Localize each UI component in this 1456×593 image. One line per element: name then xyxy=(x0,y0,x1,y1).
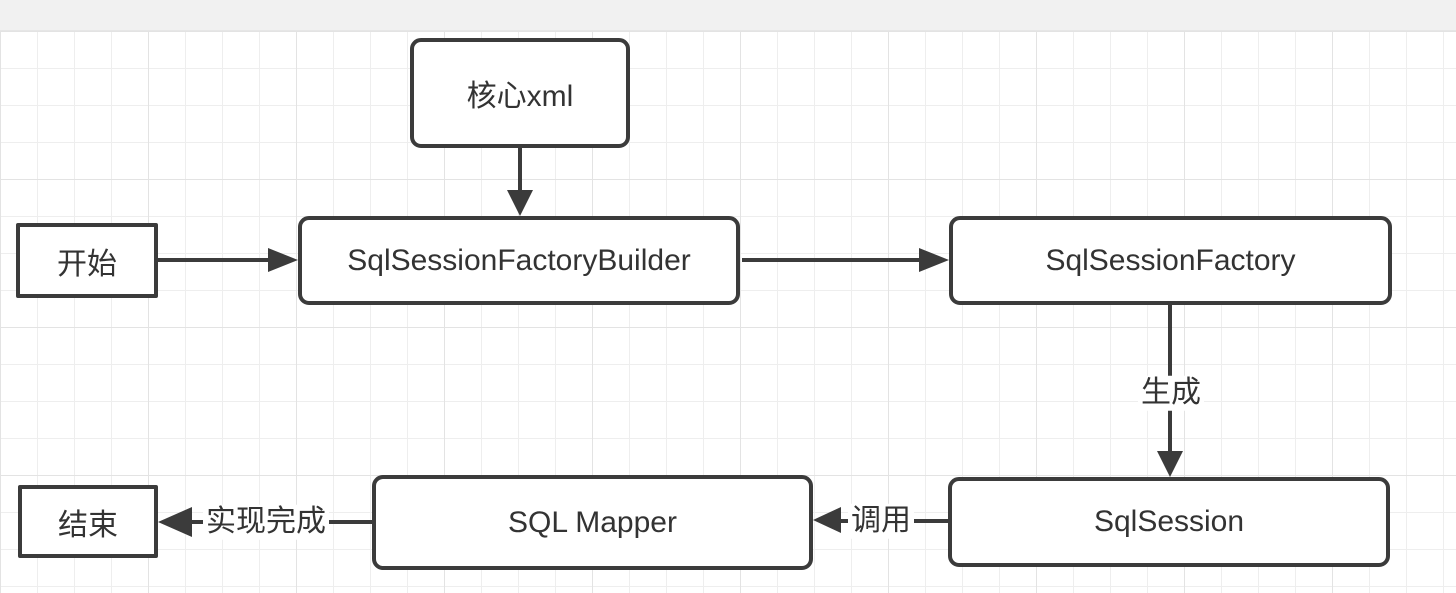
node-sql-mapper-label: SQL Mapper xyxy=(508,505,677,539)
node-end[interactable]: 结束 xyxy=(18,485,158,558)
arrowhead-right-icon xyxy=(919,248,949,272)
node-sql-mapper[interactable]: SQL Mapper xyxy=(372,475,813,570)
node-end-label: 结束 xyxy=(58,508,118,542)
node-core-xml[interactable]: 核心xml xyxy=(410,38,630,148)
node-sqlsessionfactory-label: SqlSessionFactory xyxy=(1045,243,1296,277)
node-start[interactable]: 开始 xyxy=(16,223,158,298)
node-sqlsessionfactory[interactable]: SqlSessionFactory xyxy=(949,216,1392,305)
node-sqlsessionfactorybuilder-label: SqlSessionFactoryBuilder xyxy=(347,243,691,277)
arrowhead-right-icon xyxy=(268,248,298,272)
edge-label-invoke: 调用 xyxy=(848,503,914,539)
diagram-canvas: 生成 调用 实现完成 核心xml 开始 SqlSessionFactoryBui… xyxy=(0,31,1456,593)
node-sqlsession-label: SqlSession xyxy=(1093,505,1245,538)
edge-line xyxy=(158,258,272,262)
node-sqlsession[interactable]: SqlSession xyxy=(948,477,1390,567)
edge-line xyxy=(742,258,922,262)
window-top-strip xyxy=(0,0,1456,31)
node-core-xml-label: 核心xml xyxy=(466,80,574,113)
edge-line xyxy=(518,148,522,194)
arrowhead-down-icon xyxy=(1157,451,1183,477)
edge-label-implement-complete: 实现完成 xyxy=(203,504,329,540)
edge-label-generate: 生成 xyxy=(1138,375,1204,411)
node-sqlsessionfactorybuilder[interactable]: SqlSessionFactoryBuilder xyxy=(298,216,740,305)
arrowhead-left-icon xyxy=(813,507,841,533)
arrowhead-left-icon xyxy=(158,507,192,537)
node-start-label: 开始 xyxy=(57,247,117,281)
arrowhead-down-icon xyxy=(507,190,533,216)
